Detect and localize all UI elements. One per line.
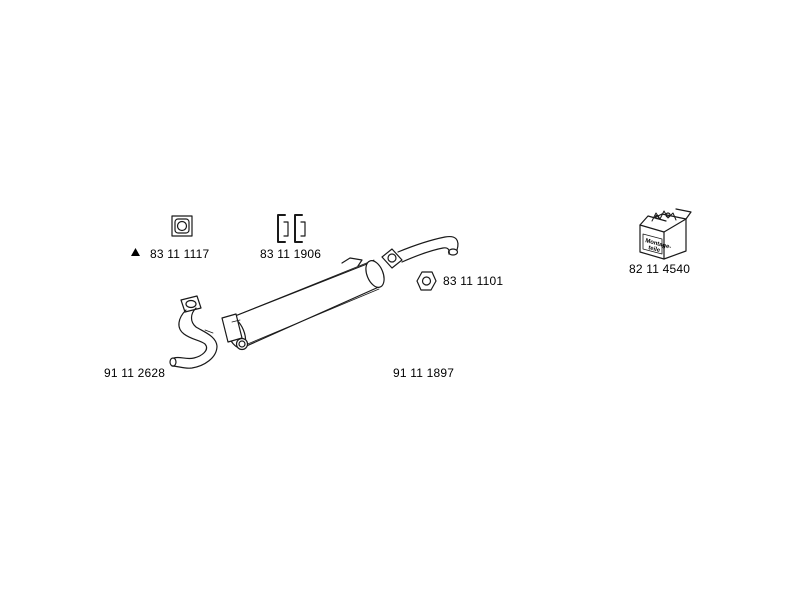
part-number-label: 91 11 1897: [393, 366, 455, 380]
mounting-kit-box-icon: [639, 208, 692, 260]
part-number-label: 83 11 1117: [150, 247, 210, 261]
part-number-label: 83 11 1906: [260, 247, 322, 261]
part-number-label: 83 11 1101: [443, 274, 504, 288]
muffler-icon: [221, 257, 385, 351]
warning-triangle-icon: [131, 248, 140, 256]
front-pipe-icon: [169, 295, 218, 369]
tail-pipe-icon: [381, 235, 459, 269]
part-number-label: 91 11 2628: [104, 366, 166, 380]
part-number-label: 82 11 4540: [629, 262, 691, 276]
kit-label-line2: teile: [647, 245, 661, 254]
square-gasket-icon: [171, 215, 193, 237]
clamp-pair-icon: [277, 214, 306, 243]
triangle-gasket-icon: [416, 271, 437, 291]
